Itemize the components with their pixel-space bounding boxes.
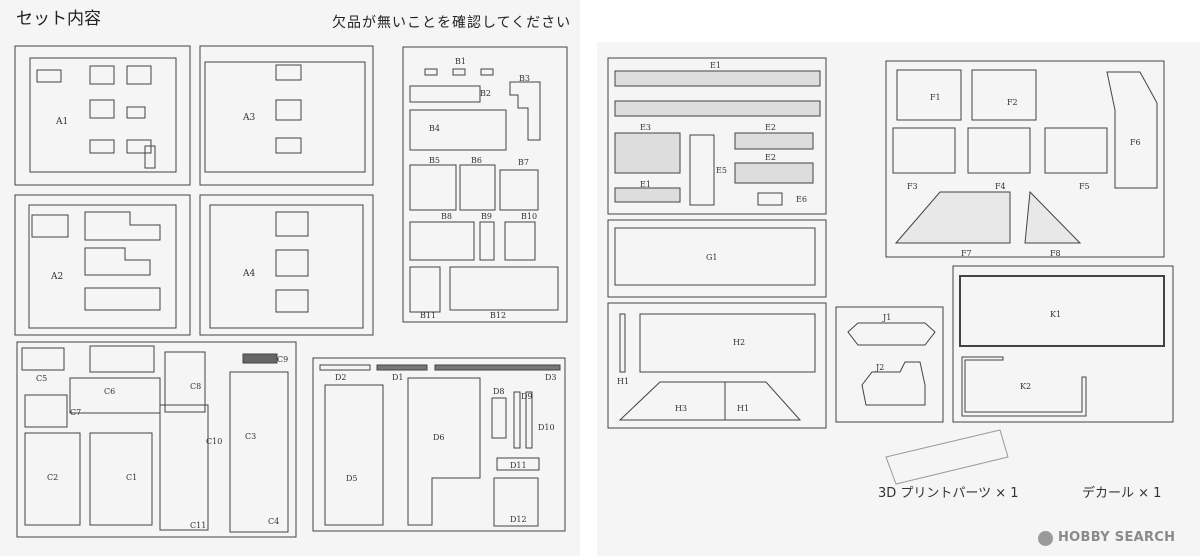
label-A3: A3 [242, 113, 255, 123]
svg-text:C7: C7 [70, 408, 81, 417]
svg-text:B4: B4 [429, 124, 440, 133]
svg-text:C2: C2 [47, 473, 58, 482]
svg-text:E6: E6 [796, 195, 807, 204]
part-sheet-F: F1 F2 F3 F4 F5 F6 F7 F8 [885, 60, 1165, 258]
part-sheet-H: H1 H2 H3 H1 [607, 302, 827, 429]
svg-text:G1: G1 [706, 253, 717, 262]
svg-text:D10: D10 [538, 423, 555, 432]
left-parts-panel [0, 0, 580, 556]
watermark-text: HOBBY SEARCH [1058, 530, 1176, 545]
svg-text:F6: F6 [1130, 138, 1141, 147]
part-A2: A2 [14, 194, 191, 336]
svg-text:C10: C10 [206, 437, 222, 446]
hobby-search-logo-icon [1038, 531, 1053, 546]
caption-decal: デカール × 1 [1082, 486, 1162, 501]
svg-text:C9: C9 [277, 355, 288, 364]
svg-text:C5: C5 [36, 374, 47, 383]
svg-text:E1: E1 [640, 180, 651, 189]
svg-text:B6: B6 [471, 156, 482, 165]
svg-text:E1: E1 [710, 61, 721, 70]
svg-text:J1: J1 [882, 313, 891, 322]
svg-text:B1: B1 [455, 57, 466, 66]
part-A3: A3 [199, 45, 374, 186]
svg-text:D12: D12 [510, 515, 527, 524]
svg-text:D2: D2 [335, 373, 347, 382]
svg-text:C11: C11 [190, 521, 206, 530]
svg-text:C4: C4 [268, 517, 279, 526]
part-sheet-J: J1 J2 [835, 306, 944, 423]
part-sheet-K: K1 K2 [952, 265, 1174, 423]
svg-text:B12: B12 [490, 311, 506, 320]
svg-text:H1: H1 [737, 404, 749, 413]
svg-text:B7: B7 [518, 158, 529, 167]
svg-text:D1: D1 [392, 373, 404, 382]
label-A1: A1 [55, 117, 68, 127]
svg-text:D9: D9 [521, 392, 533, 401]
svg-text:C3: C3 [245, 432, 256, 441]
svg-text:E2: E2 [765, 153, 776, 162]
svg-text:E3: E3 [640, 123, 651, 132]
svg-text:F7: F7 [961, 249, 972, 258]
svg-text:F5: F5 [1079, 182, 1090, 191]
part-sheet-C: C5 C6 C8 C7 C2 C1 C10 C11 C3 C9 C4 [16, 341, 297, 538]
check-missing-note: 欠品が無いことを確認してください [332, 15, 572, 31]
svg-text:F3: F3 [907, 182, 918, 191]
caption-3d-print-parts: 3D プリントパーツ × 1 [878, 486, 1019, 501]
svg-text:B5: B5 [429, 156, 440, 165]
svg-text:H3: H3 [675, 404, 687, 413]
svg-text:D5: D5 [346, 474, 358, 483]
svg-text:B11: B11 [420, 311, 436, 320]
svg-text:D8: D8 [493, 387, 505, 396]
svg-text:F8: F8 [1050, 249, 1061, 258]
svg-text:D3: D3 [545, 373, 557, 382]
svg-text:K1: K1 [1050, 310, 1061, 319]
svg-text:F4: F4 [995, 182, 1006, 191]
3d-print-part [885, 429, 1009, 485]
svg-text:B10: B10 [521, 212, 537, 221]
svg-text:C8: C8 [190, 382, 201, 391]
part-G1: G1 [607, 219, 827, 298]
svg-text:B9: B9 [481, 212, 492, 221]
part-A1: A1 [14, 45, 191, 186]
part-A4: A4 [199, 194, 374, 336]
svg-text:B8: B8 [441, 212, 452, 221]
svg-text:B2: B2 [480, 89, 491, 98]
svg-text:F1: F1 [930, 93, 941, 102]
svg-text:F2: F2 [1007, 98, 1018, 107]
part-sheet-E: E1 E3 E2 E2 E5 E1 E6 [607, 57, 827, 215]
part-sheet-B: B1 B2 B3 B4 B5 B6 B7 B8 B9 B10 B11 B12 [402, 46, 568, 323]
label-A2: A2 [50, 272, 63, 282]
svg-text:E5: E5 [716, 166, 727, 175]
svg-text:C6: C6 [104, 387, 115, 396]
svg-text:K2: K2 [1020, 382, 1031, 391]
svg-text:E2: E2 [765, 123, 776, 132]
hobby-search-watermark: HOBBY SEARCH [1038, 528, 1198, 550]
svg-text:J2: J2 [875, 363, 884, 372]
svg-text:H2: H2 [733, 338, 745, 347]
svg-text:H1: H1 [617, 377, 629, 386]
part-sheet-D: D2 D1 D3 D5 D6 D8 D9 D10 D11 D12 [312, 357, 566, 532]
svg-text:D11: D11 [510, 461, 527, 470]
svg-text:D6: D6 [433, 433, 445, 442]
label-A4: A4 [242, 269, 255, 279]
svg-text:C1: C1 [126, 473, 137, 482]
page-title: セット内容 [16, 9, 101, 29]
svg-text:B3: B3 [519, 74, 530, 83]
